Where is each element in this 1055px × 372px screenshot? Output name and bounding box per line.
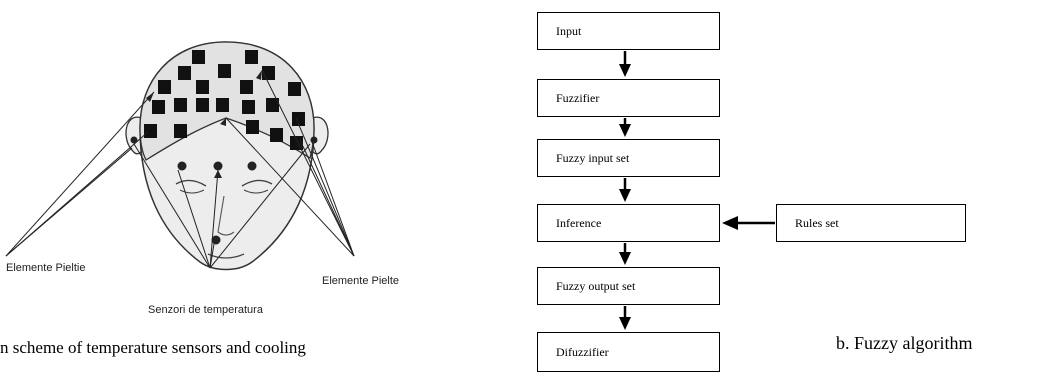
temperature-sensor — [177, 161, 187, 171]
peltier-element — [246, 120, 259, 134]
temperature-sensor — [310, 136, 318, 144]
arrowhead — [722, 216, 738, 230]
temperature-sensor — [211, 235, 221, 245]
temperature-sensor — [213, 161, 223, 171]
flowchart-box-fuzzifier: Fuzzifier — [537, 79, 720, 117]
flowchart-box-fuzzy-output-set: Fuzzy output set — [537, 267, 720, 305]
flowchart-box-difuzzifier: Difuzzifier — [537, 332, 720, 372]
arrowhead — [619, 64, 631, 77]
peltier-element — [174, 98, 187, 112]
peltier-element — [144, 124, 157, 138]
peltier-element — [216, 98, 229, 112]
peltier-left-label: Elemente Pieltie — [6, 262, 86, 274]
temperature-sensors — [130, 136, 318, 245]
flowchart-box-fuzzy-input-set: Fuzzy input set — [537, 139, 720, 177]
head-illustration — [5, 41, 355, 271]
figure-a-caption: n scheme of temperature sensors and cool… — [0, 338, 306, 357]
arrowhead — [619, 189, 631, 202]
flowchart-box-label: Difuzzifier — [556, 344, 609, 359]
flowchart-box-label: Input — [556, 23, 582, 38]
flowchart-box-label: Fuzzifier — [556, 90, 600, 105]
arrowhead — [619, 252, 631, 265]
temperature-sensor-label: Senzori de temperatura — [148, 304, 263, 316]
peltier-element — [174, 124, 187, 138]
flowchart-box-label: Inference — [556, 215, 602, 230]
figure-b-caption: b. Fuzzy algorithm — [836, 333, 973, 353]
peltier-right-label: Elemente Pielte — [322, 275, 400, 287]
peltier-element — [245, 50, 258, 64]
flowchart-box-rules-set: Rules set — [776, 204, 966, 242]
arrowhead — [619, 317, 631, 330]
nose — [217, 195, 235, 236]
peltier-element — [242, 100, 255, 114]
peltier-element — [218, 64, 231, 78]
flowchart-box-label: Fuzzy input set — [556, 150, 630, 165]
flowchart-box-inference: Inference — [537, 204, 720, 242]
flowchart-box-label: Fuzzy output set — [556, 278, 636, 293]
peltier-element — [196, 80, 209, 94]
peltier-element — [152, 100, 165, 114]
right-eye — [241, 179, 273, 187]
leader-arrowheads — [146, 70, 262, 178]
peltier-element — [196, 98, 209, 112]
arrowhead — [619, 124, 631, 137]
left-eye — [175, 179, 207, 187]
flowchart-box-label: Rules set — [795, 215, 839, 230]
peltier-element — [192, 50, 205, 64]
peltier-element — [292, 112, 305, 126]
leader-lines — [5, 69, 355, 269]
peltier-element — [158, 80, 171, 94]
peltier-element — [240, 80, 253, 94]
temperature-sensor — [247, 161, 257, 171]
temperature-sensor — [130, 136, 138, 144]
flowchart-box-input: Input — [537, 12, 720, 50]
peltier-element — [266, 98, 279, 112]
peltier-element — [270, 128, 283, 142]
peltier-element — [288, 82, 301, 96]
peltier-element — [178, 66, 191, 80]
